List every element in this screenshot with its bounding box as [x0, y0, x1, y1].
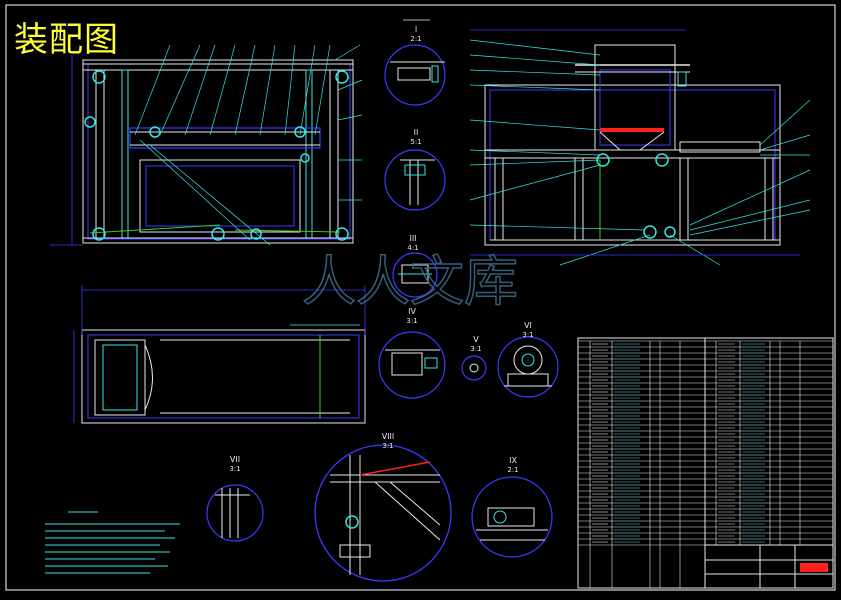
- title-block: [704, 544, 834, 589]
- detail-label-viii: VIII: [382, 432, 395, 441]
- detail-view-v: V 3:1: [461, 335, 487, 381]
- detail-view-vi: VI 3:1: [497, 321, 559, 398]
- detail-scale-iii: 4:1: [407, 244, 418, 252]
- side-view: [469, 29, 811, 266]
- detail-scale-v: 3:1: [470, 345, 481, 353]
- drawing-title: 装配图: [14, 20, 119, 60]
- detail-scale-ix: 2:1: [507, 466, 518, 474]
- detail-view-iii: III 4:1: [392, 234, 438, 298]
- front-view: [50, 44, 363, 246]
- detail-scale-iv: 3:1: [406, 317, 417, 325]
- top-view: [73, 285, 366, 424]
- detail-label-iv: IV: [408, 307, 416, 316]
- detail-view-iv: IV 3:1: [378, 307, 446, 399]
- watermark-text: 人人文库: [302, 250, 518, 313]
- detail-label-ix: IX: [509, 456, 517, 465]
- detail-label-i: I: [415, 25, 417, 34]
- detail-label-v: V: [473, 335, 479, 344]
- detail-view-viii: VIII 3:1: [314, 432, 452, 582]
- technical-requirements: [45, 511, 180, 574]
- detail-scale-i: 2:1: [410, 35, 421, 43]
- detail-view-vii: VII 3:1: [206, 455, 264, 542]
- detail-label-ii: II: [414, 128, 419, 137]
- parts-list-rows: [577, 340, 834, 588]
- detail-scale-viii: 3:1: [382, 442, 393, 450]
- detail-scale-vi: 3:1: [522, 331, 533, 339]
- detail-view-i: I 2:1: [384, 19, 446, 106]
- detail-view-ii: II 5:1: [384, 128, 446, 211]
- detail-scale-vii: 3:1: [229, 465, 240, 473]
- detail-view-ix: IX 2:1: [471, 456, 553, 558]
- title-block-stamp: [800, 563, 828, 572]
- watermark: 人人文库: [301, 249, 519, 314]
- detail-label-vi: VI: [524, 321, 532, 330]
- sheet-border: [5, 4, 836, 591]
- detail-views: I 2:1 II 5:1 III 4:1: [206, 19, 559, 582]
- detail-label-iii: III: [409, 234, 416, 243]
- detail-label-vii: VII: [230, 455, 240, 464]
- red-plate: [600, 128, 664, 132]
- detail-scale-ii: 5:1: [410, 138, 421, 146]
